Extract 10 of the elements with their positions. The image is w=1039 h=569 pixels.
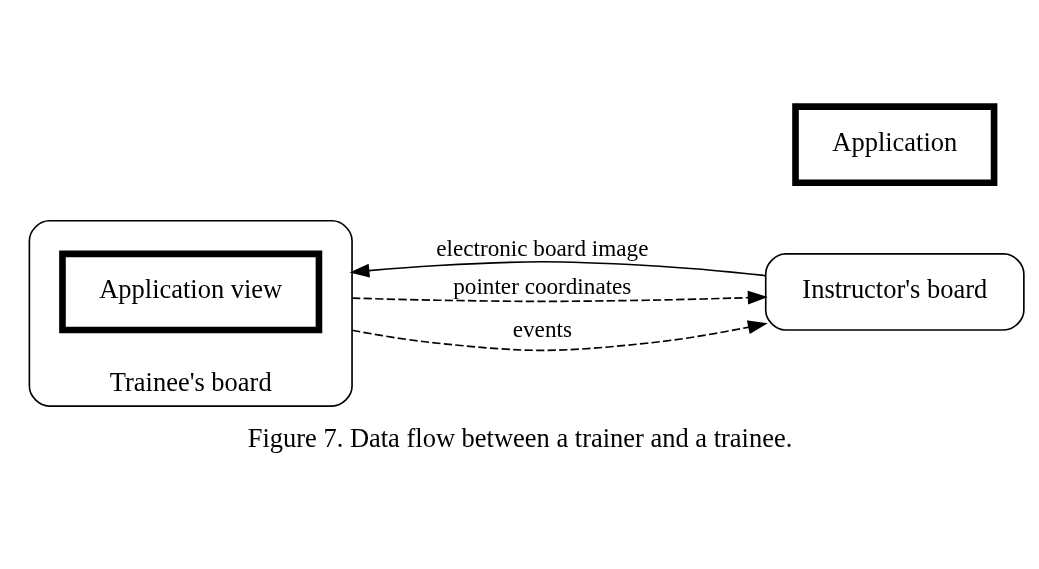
node-box: Application view — [58, 250, 322, 334]
node-box: Application — [791, 103, 997, 187]
arrow — [349, 260, 766, 278]
arrow — [350, 320, 768, 352]
node-box: Instructor's board — [764, 253, 1025, 331]
edge-label: pointer coordinates — [452, 272, 631, 299]
edge-label: events — [512, 315, 572, 342]
caption: Figure 7. Data flow between a trainer and a trainee. — [247, 423, 792, 454]
edge-label: electronic board image — [435, 234, 648, 261]
arrow — [350, 290, 768, 305]
